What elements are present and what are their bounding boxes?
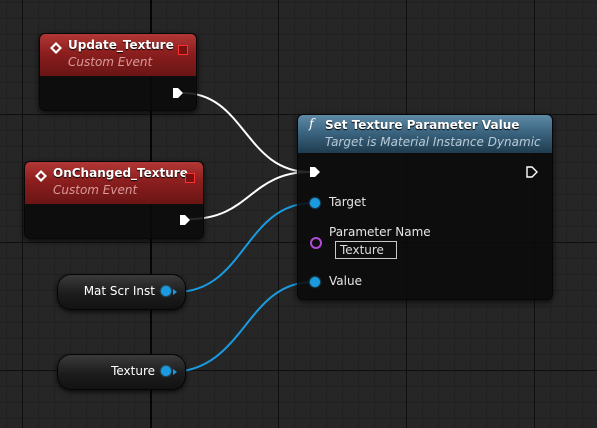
delegate-output-pin[interactable] — [178, 45, 188, 55]
data-wire-value[interactable] — [169, 281, 314, 373]
variable-label: Mat Scr Inst — [83, 284, 155, 298]
variable-label: Texture — [111, 364, 155, 378]
variable-node-mat-scr-inst[interactable]: Mat Scr Inst — [57, 274, 186, 310]
pin-arrow-icon — [173, 289, 177, 295]
function-subtitle: Target is Material Instance Dynamic — [325, 135, 541, 149]
event-title: Update_Texture — [68, 38, 174, 52]
variable-output-pin[interactable] — [161, 286, 171, 296]
data-wire-target[interactable] — [175, 202, 314, 293]
target-input-pin[interactable] — [310, 198, 320, 208]
parameter-name-input-pin[interactable] — [310, 237, 322, 249]
function-header — [298, 115, 552, 153]
value-pin-label: Value — [329, 274, 362, 288]
target-pin-label: Target — [329, 195, 367, 209]
exec-wire-onchanged[interactable] — [189, 171, 311, 220]
delegate-output-pin[interactable] — [185, 173, 195, 183]
event-diamond-icon — [50, 42, 62, 54]
exec-output-pin-icon[interactable] — [179, 214, 191, 226]
custom-event-node-update-texture[interactable]: Update_Texture Custom Event — [39, 33, 197, 111]
function-icon: f — [309, 117, 314, 132]
value-input-pin[interactable] — [310, 277, 320, 287]
parameter-name-field[interactable]: Texture — [335, 241, 397, 259]
variable-output-pin[interactable] — [161, 366, 171, 376]
event-header — [40, 34, 196, 76]
exec-input-pin-icon[interactable] — [309, 166, 321, 178]
function-title: Set Texture Parameter Value — [325, 118, 520, 132]
function-node-set-texture-parameter-value[interactable]: f Set Texture Parameter Value Target is … — [297, 114, 553, 300]
event-title: OnChanged_Texture — [53, 166, 188, 180]
event-subtitle: Custom Event — [68, 55, 153, 69]
pin-arrow-icon — [173, 369, 177, 375]
custom-event-node-onchanged-texture[interactable]: OnChanged_Texture Custom Event — [24, 161, 204, 239]
exec-output-pin-icon[interactable] — [172, 87, 184, 99]
parameter-name-pin-label: Parameter Name — [329, 225, 431, 239]
event-header — [25, 162, 203, 204]
variable-node-texture[interactable]: Texture — [57, 354, 186, 390]
event-diamond-icon — [35, 170, 47, 182]
exec-output-pin-icon[interactable] — [526, 166, 538, 178]
event-subtitle: Custom Event — [53, 183, 138, 197]
exec-wire-update[interactable] — [182, 92, 311, 173]
